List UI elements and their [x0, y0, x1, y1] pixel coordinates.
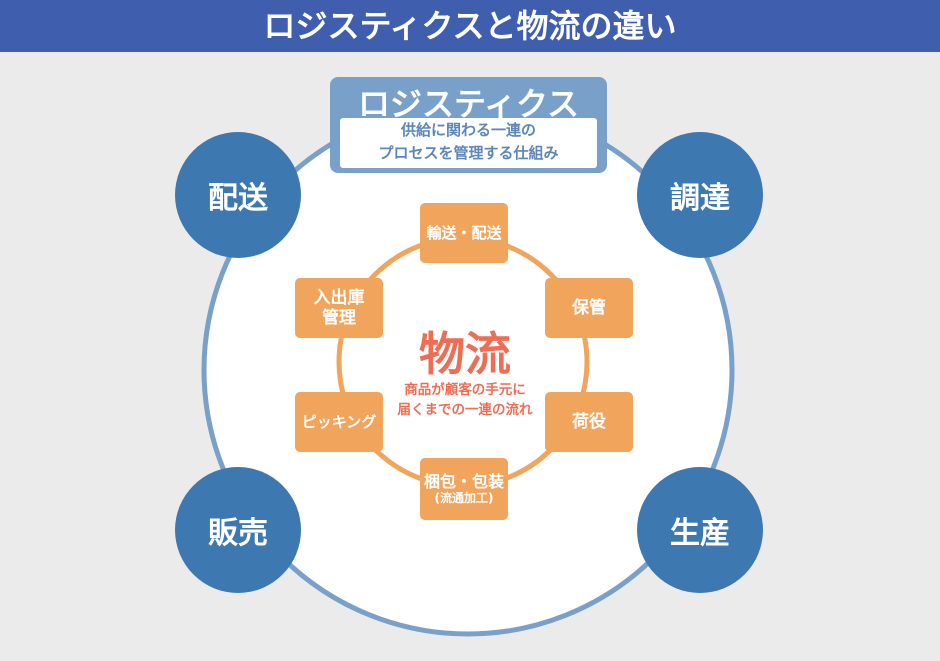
logistics-desc-line: プロセスを管理する仕組み	[378, 144, 559, 162]
node-procurement: 調達	[637, 132, 763, 258]
function-storage: 保管	[545, 278, 633, 338]
function-transport: 輸送・配送	[420, 203, 508, 263]
inout-label-line: 入出庫	[313, 287, 365, 308]
logistics-title: ロジスティクス	[357, 85, 580, 123]
packaging-sublabel: (流通加工)	[434, 491, 494, 506]
node-production: 生産	[637, 467, 763, 593]
packaging-label: 梱包・包装	[423, 472, 504, 492]
function-picking: ピッキング	[295, 392, 383, 452]
function-packaging: 梱包・包装 (流通加工)	[420, 458, 508, 520]
center-desc-line: 届くまでの一連の流れ	[397, 402, 533, 418]
logistics-description: 供給に関わる一連の プロセスを管理する仕組み	[340, 118, 597, 168]
node-delivery: 配送	[175, 132, 301, 258]
function-inout-management: 入出庫 管理	[295, 278, 383, 338]
inout-label-line: 管理	[322, 308, 356, 328]
logistics-label-box: ロジスティクス 供給に関わる一連の プロセスを管理する仕組み	[330, 77, 607, 173]
page-title: ロジスティクスと物流の違い	[0, 0, 940, 52]
logistics-desc-line: 供給に関わる一連の	[400, 121, 536, 139]
center-desc-line: 商品が顧客の手元に	[404, 382, 526, 398]
function-handling: 荷役	[545, 392, 633, 452]
node-sales: 販売	[175, 467, 301, 593]
physical-distribution-description: 商品が顧客の手元に 届くまでの一連の流れ	[370, 380, 560, 420]
physical-distribution-title: 物流	[419, 327, 511, 381]
